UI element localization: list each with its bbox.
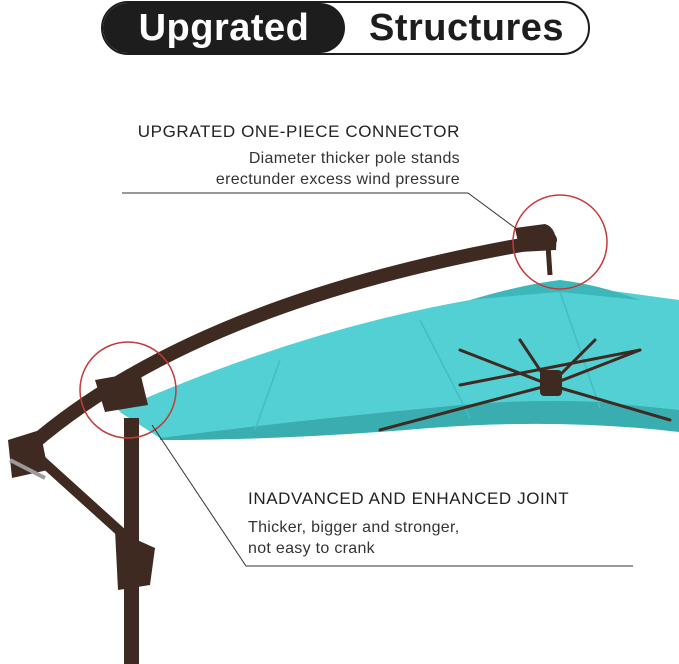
arched-arm	[13, 233, 557, 462]
highlight-circle-top	[512, 194, 608, 290]
canopy-seam	[419, 319, 471, 419]
callout-connector-line2: erectunder excess wind pressure	[215, 171, 460, 188]
canopy-hub	[540, 370, 562, 396]
joint-bracket	[95, 372, 148, 412]
crank-handle	[9, 458, 46, 480]
leader-line-top	[122, 192, 519, 231]
pole-bracket	[115, 530, 155, 590]
canopy-fold	[470, 280, 640, 300]
title-left: Upgrated	[103, 3, 345, 53]
callout-joint-line1: Thicker, bigger and stronger,	[248, 519, 460, 536]
title-pill: Upgrated Structures	[101, 1, 590, 55]
canopy-top	[118, 288, 679, 438]
title-right: Structures	[368, 6, 565, 49]
callout-joint-line2: not easy to crank	[248, 540, 375, 557]
top-connector	[515, 224, 557, 252]
brace-arm	[25, 445, 140, 550]
callout-connector-line1: Diameter thicker pole stands	[248, 150, 460, 167]
highlight-circle-joint	[79, 341, 177, 439]
canopy-seam	[254, 359, 281, 431]
callout-connector-title: UPGRATED ONE-PIECE CONNECTOR	[137, 122, 460, 141]
canopy-seam	[559, 291, 601, 409]
callout-joint-title: INADVANCED AND ENHANCED JOINT	[248, 489, 570, 508]
leader-line-joint	[151, 424, 633, 567]
